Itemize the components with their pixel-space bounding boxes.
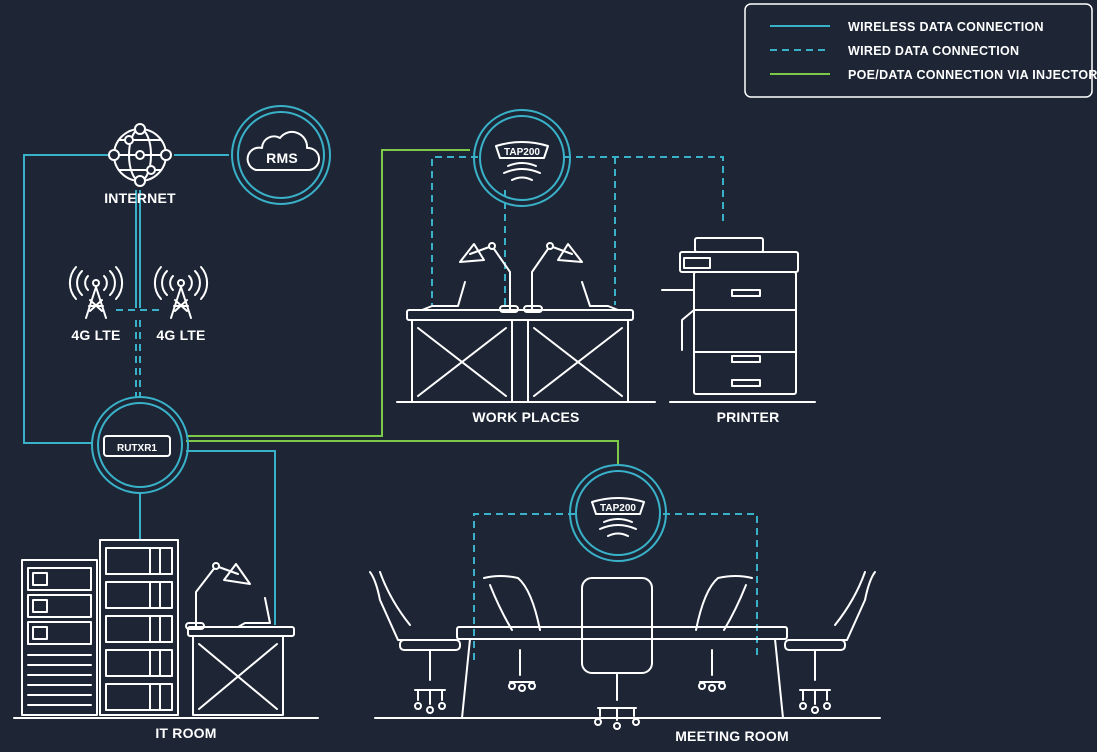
meeting-table-icon: [457, 627, 787, 639]
poe-link-router-ap-top: [186, 150, 470, 436]
printer-label: PRINTER: [717, 409, 780, 425]
wired-link-ap-printer: [564, 157, 723, 225]
ap-bottom-node: TAP200: [570, 465, 666, 561]
legend-wireless-label: WIRELESS DATA CONNECTION: [848, 20, 1044, 34]
cell-tower-icon: [70, 267, 122, 318]
wired-link-ap-desk1: [432, 157, 478, 305]
router-label: RUTXR1: [117, 443, 157, 454]
legend: WIRELESS DATA CONNECTION WIRED DATA CONN…: [745, 4, 1097, 97]
poe-link-router-ap-bottom: [186, 441, 618, 465]
laptop-icon: [422, 282, 465, 310]
desk-lamp-icon: [524, 243, 582, 312]
desk-lamp-icon: [460, 243, 518, 312]
ap-bottom-label: TAP200: [600, 503, 636, 514]
laptop-icon: [582, 282, 618, 310]
work-places-label: WORK PLACES: [472, 409, 579, 425]
lte-tower-right: 4G LTE: [155, 267, 207, 343]
router-node: RUTXR1: [92, 397, 188, 493]
it-room-area: IT ROOM: [14, 540, 318, 741]
cell-tower-icon: [155, 267, 207, 318]
internet-label: INTERNET: [104, 190, 176, 206]
chair-icon: [785, 572, 875, 713]
desk-lamp-icon: [186, 563, 250, 629]
server-rack-icon: [100, 540, 178, 715]
rms-node: RMS: [232, 106, 330, 204]
printer-area: PRINTER: [662, 238, 815, 425]
printer-icon: [662, 238, 798, 394]
ap-top-label: TAP200: [504, 147, 540, 158]
legend-poe-label: POE/DATA CONNECTION VIA INJECTOR: [848, 68, 1097, 82]
server-rack-icon: [22, 560, 97, 715]
laptop-icon: [238, 598, 270, 627]
work-places-area: WORK PLACES: [397, 243, 655, 425]
chair-icon: [696, 576, 752, 691]
wireless-link-router-it-laptop: [186, 451, 275, 625]
ap-top-node: TAP200: [474, 110, 570, 206]
lte-right-label: 4G LTE: [156, 327, 205, 343]
chair-icon: [582, 578, 652, 729]
wireless-link-internet-router: [24, 155, 108, 443]
it-room-label: IT ROOM: [155, 725, 216, 741]
meeting-room-label: MEETING ROOM: [675, 728, 789, 744]
connections: [24, 150, 757, 660]
lte-tower-left: 4G LTE: [70, 267, 122, 343]
internet-node: INTERNET: [104, 124, 176, 206]
lte-left-label: 4G LTE: [71, 327, 120, 343]
legend-wired-label: WIRED DATA CONNECTION: [848, 44, 1019, 58]
chair-icon: [370, 572, 460, 713]
rms-label: RMS: [266, 150, 298, 166]
meeting-room-area: MEETING ROOM: [370, 572, 880, 744]
chair-icon: [484, 576, 540, 691]
globe-icon: [109, 124, 171, 186]
